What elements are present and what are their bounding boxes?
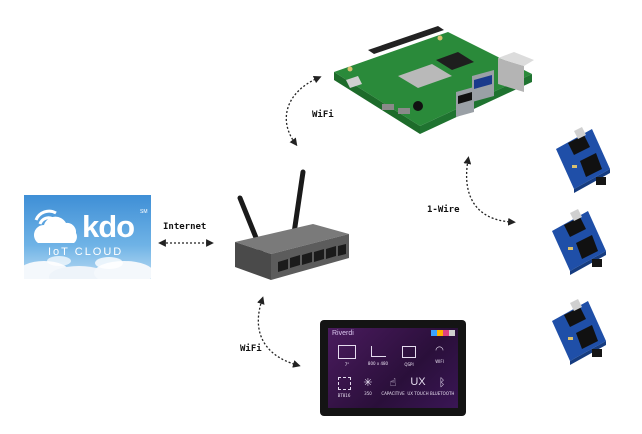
wifi-pi-link [285,75,322,147]
tile-chip: BT816 [332,374,356,404]
tile-wifi: ◠ WIFI [425,342,454,372]
tile-label: BLUETOOTH [430,391,455,396]
cloud-brand-text: kdo [82,209,135,244]
tile-label: WIFI [435,359,444,364]
one-wire-link [463,156,516,226]
cloud-subtitle-text: IoT CLOUD [48,246,124,258]
tile-label: QSPI [404,362,414,367]
tile-ux: UX UX TOUCH [406,374,430,404]
temperature-sensor-3 [552,299,606,365]
internet-label: Internet [163,222,207,232]
temperature-sensor-1 [556,127,610,193]
display-screen: Riverdi 7" 800 x 480 QSPI ◠ WIFI BT816 [328,328,458,408]
qspi-icon [402,346,416,358]
tile-label: BT816 [337,393,351,398]
iot-cloud-logo: kdo SM IoT CLOUD [24,195,151,279]
tile-screen-size: 7" [332,342,362,372]
tile-qspi: QSPI [394,342,424,372]
tile-label: 350 [364,391,372,396]
tile-resolution: 800 x 480 [363,342,393,372]
temperature-sensor-2 [552,209,606,275]
one-wire-label: 1-Wire [427,205,460,215]
touch-icon: ☝ [389,376,397,389]
cloud-tm-text: SM [140,209,148,215]
display-brand-text: Riverdi [332,330,354,337]
tile-label: CAPACITIVE [381,391,405,396]
tile-label: 7" [344,362,350,367]
chip-icon [337,377,351,390]
wifi-icon: ◠ [435,345,444,356]
tile-label: UX TOUCH [407,391,429,396]
tile-touch: ☝ CAPACITIVE [380,374,406,404]
tile-brightness: ✳ 350 [356,374,380,404]
screen-size-icon [338,345,356,359]
display-status-icons [431,330,455,336]
tile-bluetooth: ᛒ BLUETOOTH [430,374,454,404]
tile-label: 800 x 480 [367,361,389,366]
display-tile-grid: 7" 800 x 480 QSPI ◠ WIFI BT816 ✳ 350 [332,342,454,404]
wifi-pi-label: WiFi [312,110,334,120]
cloud-logo-graphic [24,195,151,279]
ux-icon: UX [410,376,426,388]
riverdi-display: Riverdi 7" 800 x 480 QSPI ◠ WIFI BT816 [320,320,466,416]
bluetooth-icon: ᛒ [438,376,446,389]
wifi-display-link [257,296,301,368]
brightness-icon: ✳ [363,376,373,389]
router-icon [235,169,349,280]
raspberry-pi-board [334,26,534,134]
wifi-display-label: WiFi [240,344,262,354]
resolution-icon [370,346,386,357]
